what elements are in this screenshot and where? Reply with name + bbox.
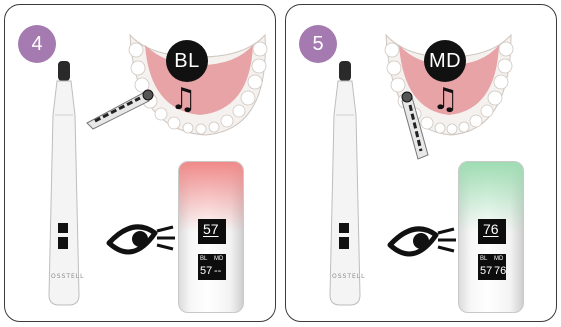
current-reading: 76 — [483, 221, 499, 237]
eye-icon — [390, 229, 456, 254]
handpiece-brand-label: OSSTELL — [332, 273, 365, 280]
handpiece — [330, 61, 360, 305]
bl-value: 57 — [200, 265, 212, 277]
step-number-badge: 4 — [18, 25, 56, 63]
measurement-direction-badge: MD — [424, 40, 466, 82]
md-value: 76 — [494, 265, 506, 277]
history-display: BL MD 57 76 — [478, 254, 506, 280]
music-note-icon: ♫ — [432, 85, 459, 115]
md-value: -- — [214, 265, 221, 277]
step-panel-5: MD ♫ 5 OSSTELL 76 BL MD 57 76 — [285, 4, 557, 322]
history-display: BL MD 57 -- — [198, 254, 226, 280]
eye-icon — [109, 227, 175, 252]
md-label: MD — [214, 256, 223, 262]
step-panel-4: BL ♫ 4 OSSTELL 57 BL MD 57 -- — [4, 4, 276, 322]
measurement-probe — [87, 90, 153, 129]
main-display: 76 — [478, 219, 506, 244]
handpiece-brand-label: OSSTELL — [51, 273, 84, 280]
main-display: 57 — [198, 219, 226, 244]
bl-label: BL — [200, 256, 207, 262]
music-note-icon: ♫ — [170, 85, 197, 115]
current-reading: 57 — [203, 221, 219, 237]
bl-value: 57 — [480, 265, 492, 277]
handpiece — [49, 61, 79, 305]
measurement-direction-badge: BL — [166, 40, 208, 82]
step-number-badge: 5 — [299, 25, 337, 63]
bl-label: BL — [480, 256, 487, 262]
instrument-unit: 76 BL MD 57 76 — [458, 161, 524, 313]
md-label: MD — [494, 256, 503, 262]
instrument-unit: 57 BL MD 57 -- — [178, 161, 244, 313]
